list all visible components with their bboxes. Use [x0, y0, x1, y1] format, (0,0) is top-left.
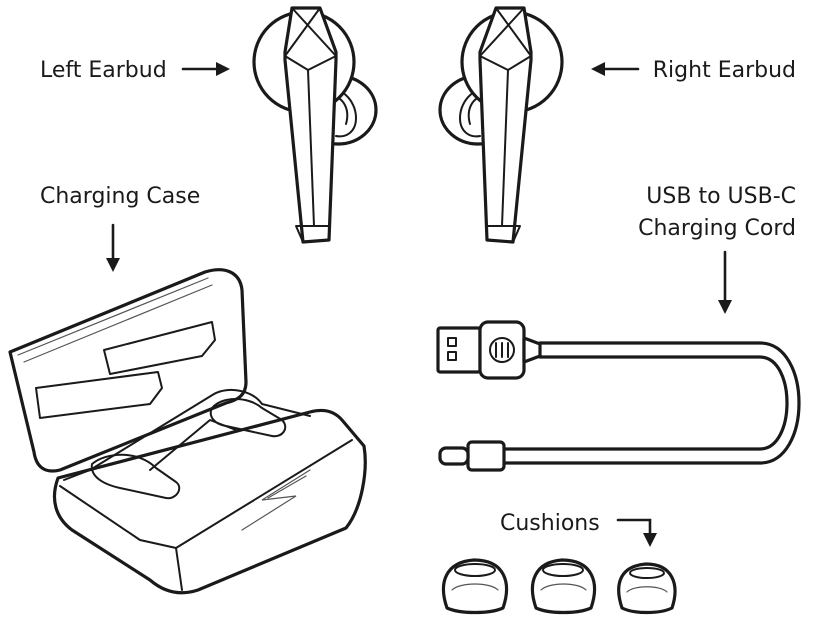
cord-label-line1: USB to USB-C	[646, 184, 796, 209]
cushions-arrow	[616, 518, 657, 547]
right-earbud-arrow	[591, 62, 640, 76]
cushions-label: Cushions	[500, 511, 600, 536]
cord-label-line2: Charging Cord	[638, 216, 796, 241]
cushion-icon	[441, 558, 509, 615]
charging-case-icon	[8, 268, 367, 595]
left-earbud-icon	[252, 6, 378, 244]
cushion-icon	[617, 562, 677, 615]
cushion-icon	[530, 558, 597, 615]
right-earbud-icon	[438, 6, 564, 244]
right-earbud-label: Right Earbud	[653, 58, 796, 83]
charging-case-label: Charging Case	[40, 184, 200, 209]
usb-cable-icon	[436, 320, 801, 472]
left-earbud-arrow	[181, 62, 230, 76]
charging-case-arrow	[106, 223, 120, 272]
left-earbud-label: Left Earbud	[40, 58, 167, 83]
cord-arrow	[718, 250, 732, 314]
